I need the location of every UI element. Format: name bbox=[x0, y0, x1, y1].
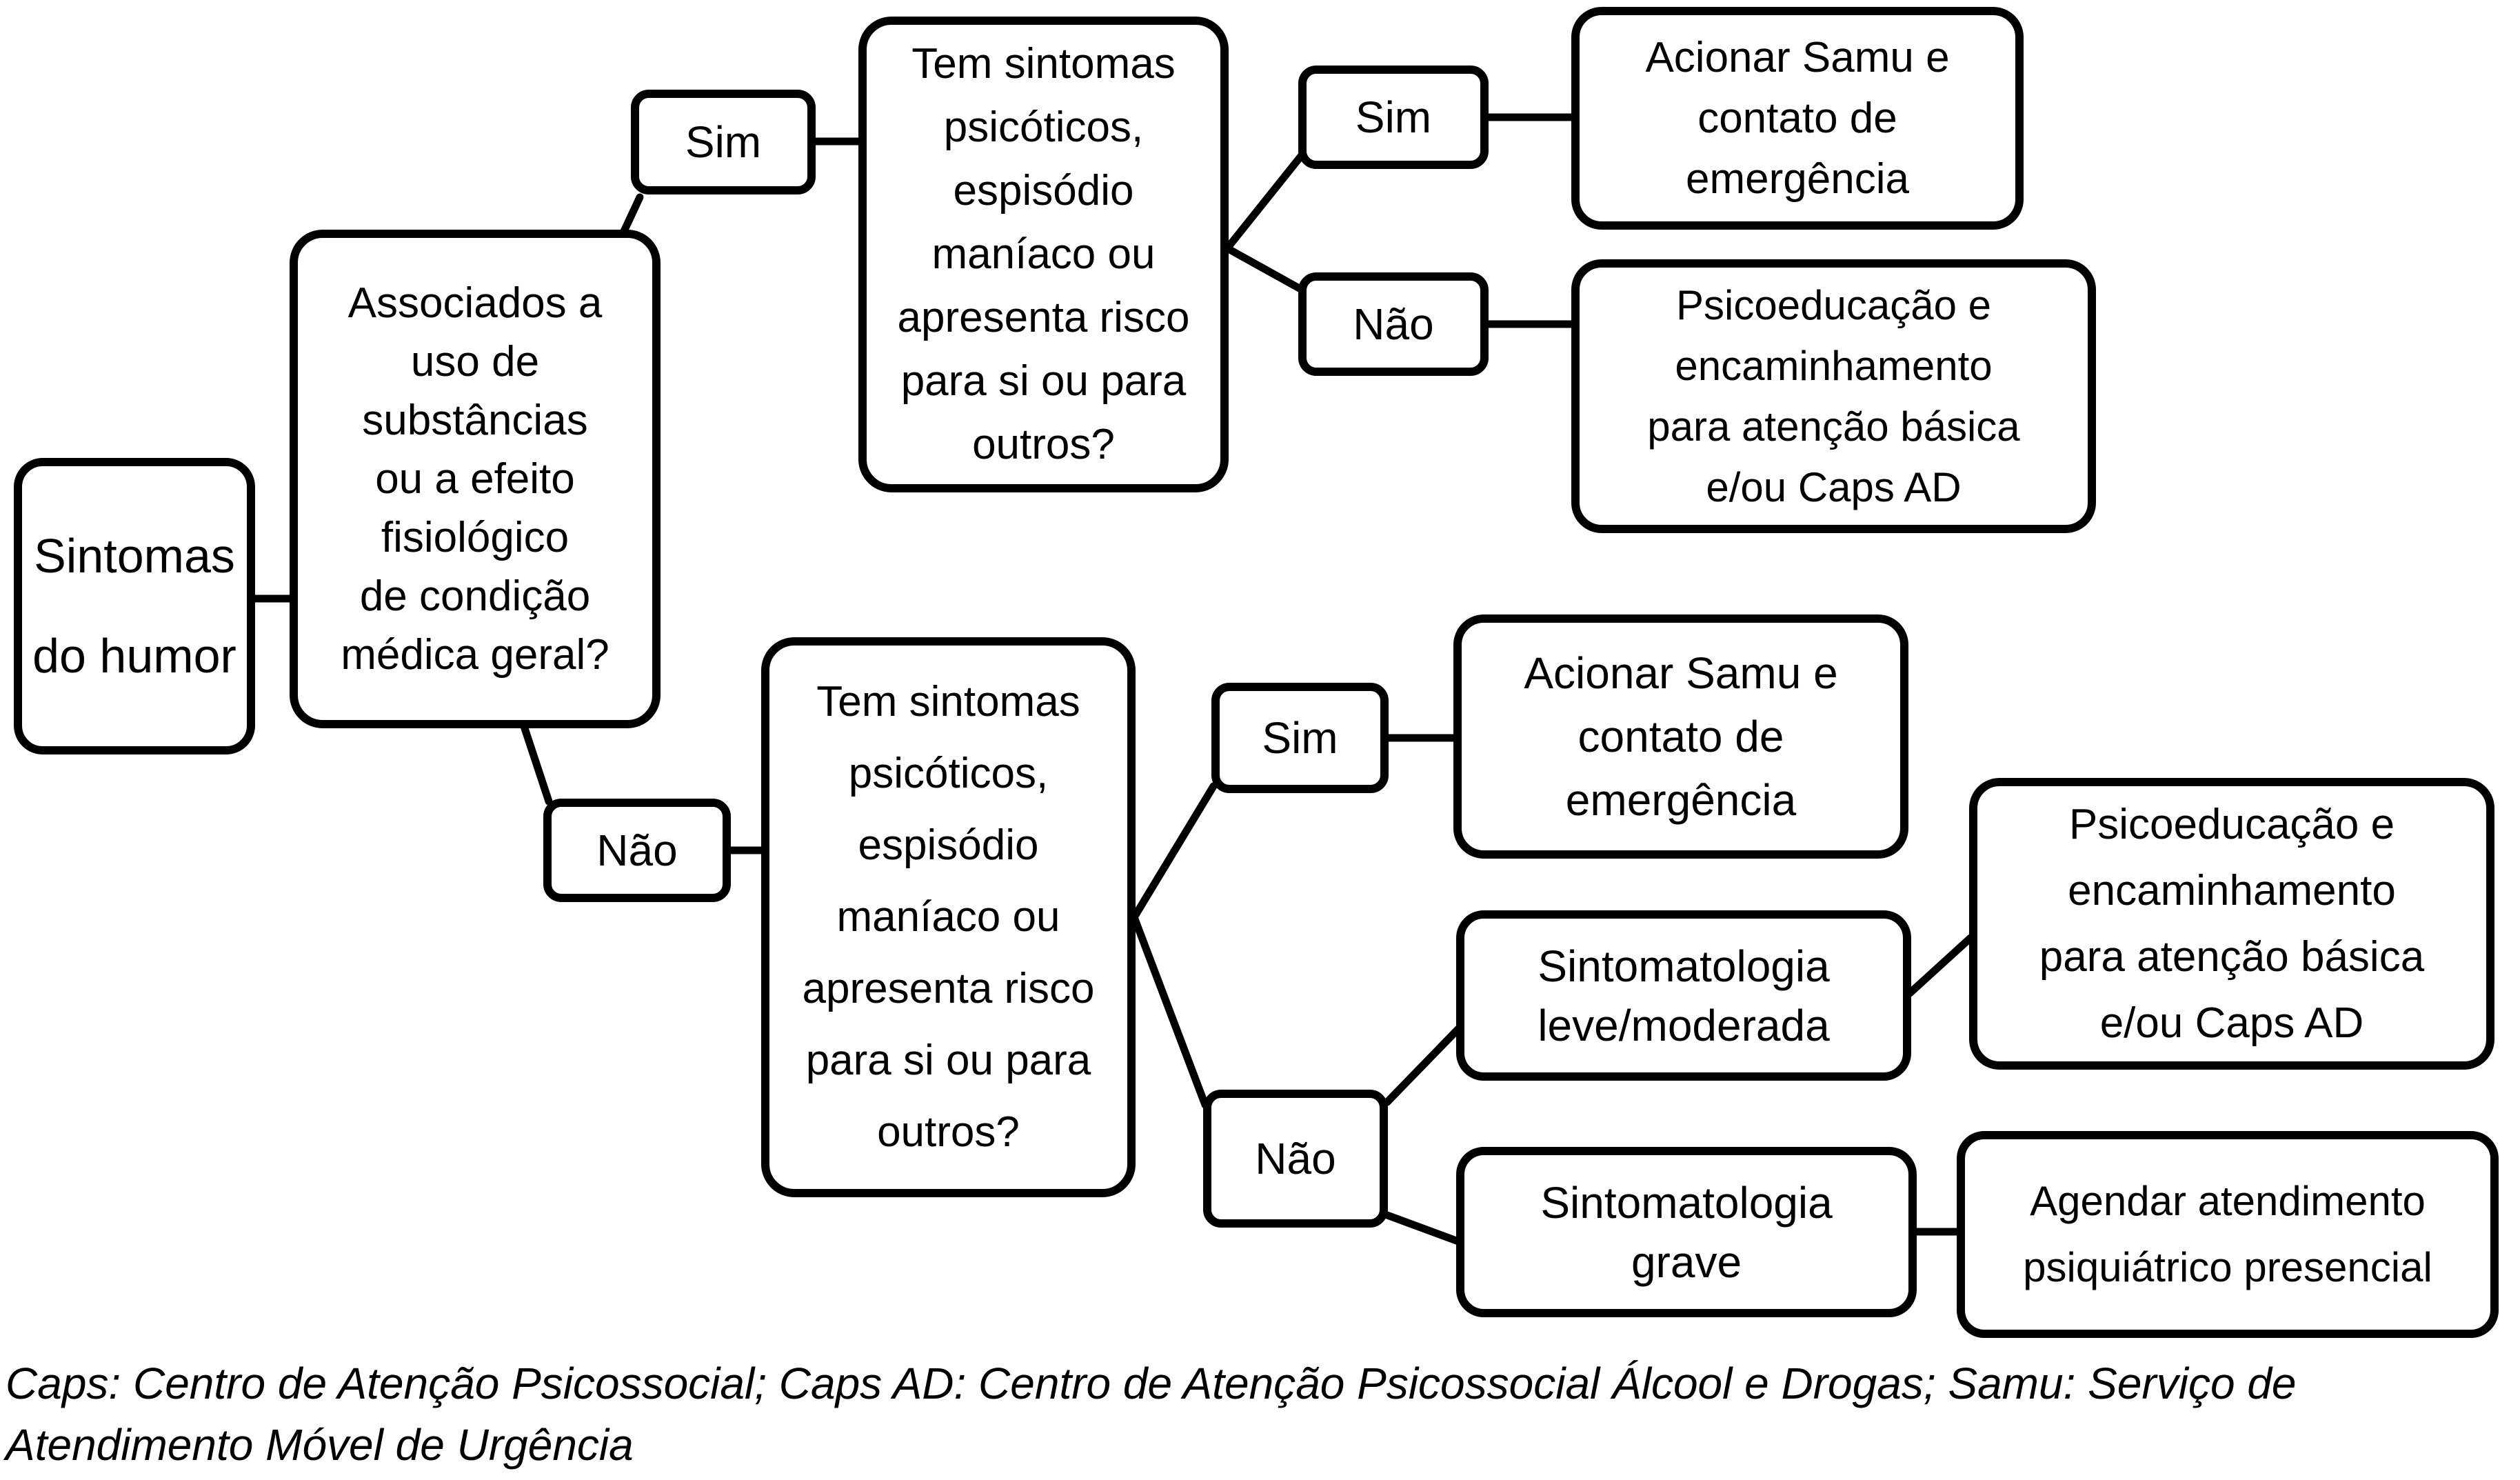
legend-footnote: Caps: Centro de Atenção Psicossocial; Ca… bbox=[6, 1359, 2297, 1470]
node-nao-1: Não bbox=[1298, 272, 1489, 376]
node-label: Sintomatologia grave bbox=[1540, 1177, 1833, 1287]
node-label: Psicoeducação e encaminhamento para aten… bbox=[2039, 800, 2425, 1047]
node-sintomatologia-grave: Sintomatologia grave bbox=[1456, 1147, 1917, 1317]
node-nao-3: Não bbox=[1203, 1090, 1388, 1228]
edge-leve-psico2 bbox=[1906, 934, 1975, 997]
node-sim-1: Sim bbox=[631, 90, 816, 194]
node-sintomas-do-humor: Sintomas do humor bbox=[14, 458, 255, 754]
edge-q_psychotic1-nao1 bbox=[1223, 244, 1306, 294]
node-label: Não bbox=[596, 826, 678, 875]
node-label: Sintomatologia leve/moderada bbox=[1538, 941, 1830, 1050]
edge-q_substance-nao2 bbox=[520, 722, 553, 806]
node-nao-2: Não bbox=[543, 799, 731, 902]
node-label: Não bbox=[1255, 1134, 1336, 1183]
edge-nao3-leve bbox=[1383, 1025, 1462, 1106]
node-sim-3: Sim bbox=[1211, 683, 1389, 793]
node-label: Não bbox=[1353, 299, 1434, 349]
node-label: Sim bbox=[685, 117, 762, 167]
node-label: Agendar atendimento psiquiátrico presenc… bbox=[2023, 1178, 2432, 1290]
edge-q_psychotic2-nao3 bbox=[1130, 913, 1209, 1109]
node-acionar-samu-1: Acionar Samu e contato de emergência bbox=[1571, 7, 2024, 230]
node-label: Sintomas do humor bbox=[32, 529, 236, 683]
node-label: Psicoeducação e encaminhamento para aten… bbox=[1647, 281, 2020, 510]
node-question-substancias: Associados a uso de substâncias ou a efe… bbox=[290, 230, 661, 728]
edge-q_psychotic2-sim3 bbox=[1130, 782, 1218, 921]
node-question-sintomas-psicoticos-2: Tem sintomas psicóticos, espisódio manía… bbox=[761, 637, 1136, 1197]
node-psicoeducacao-1: Psicoeducação e encaminhamento para aten… bbox=[1571, 259, 2096, 533]
edge-nao3-grave bbox=[1383, 1211, 1462, 1246]
node-question-sintomas-psicoticos-1: Tem sintomas psicóticos, espisódio manía… bbox=[858, 17, 1229, 492]
node-label: Tem sintomas psicóticos, espisódio manía… bbox=[897, 40, 1190, 468]
edge-q_psychotic1-sim2 bbox=[1223, 151, 1306, 252]
node-sintomatologia-leve-moderada: Sintomatologia leve/moderada bbox=[1456, 910, 1911, 1081]
node-sim-2: Sim bbox=[1298, 66, 1489, 169]
node-label: Sim bbox=[1262, 713, 1338, 763]
node-label: Acionar Samu e contato de emergência bbox=[1645, 33, 1950, 203]
node-label: Associados a uso de substâncias ou a efe… bbox=[341, 279, 609, 679]
node-label: Acionar Samu e contato de emergência bbox=[1524, 648, 1838, 825]
node-psicoeducacao-2: Psicoeducação e encaminhamento para aten… bbox=[1969, 778, 2494, 1070]
node-acionar-samu-2: Acionar Samu e contato de emergência bbox=[1453, 614, 1908, 859]
node-label: Tem sintomas psicóticos, espisódio manía… bbox=[802, 678, 1095, 1156]
node-label: Sim bbox=[1355, 92, 1432, 142]
node-agendar-atendimento: Agendar atendimento psiquiátrico presenc… bbox=[1957, 1131, 2499, 1338]
